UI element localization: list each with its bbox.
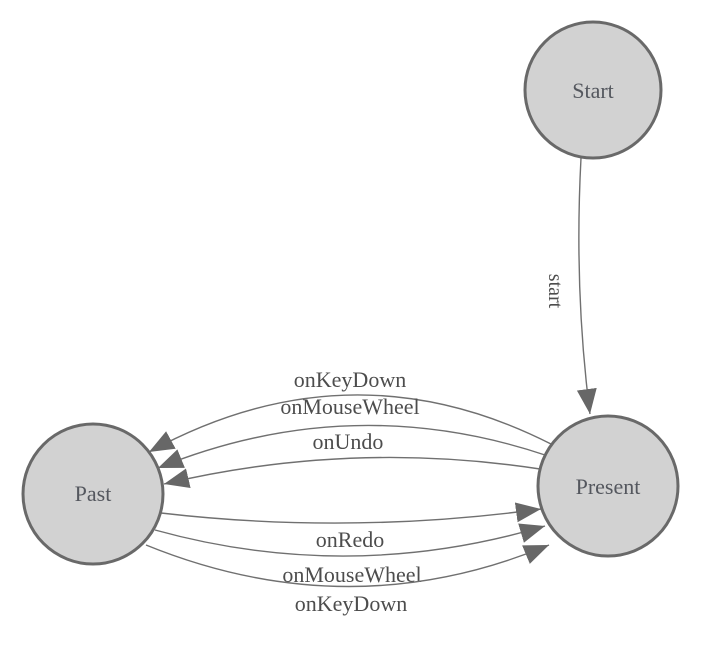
node-past-circle[interactable] bbox=[21, 422, 165, 566]
edge-label-onkeydown-bottom: onKeyDown bbox=[295, 591, 407, 616]
edge-line-onundo bbox=[163, 456, 541, 488]
edge-line-onmousewheel-top bbox=[157, 424, 546, 469]
edge-line-start bbox=[576, 157, 597, 415]
edge-start-to-present: start bbox=[544, 157, 597, 415]
node-present[interactable]: Present bbox=[536, 414, 680, 558]
node-present-circle[interactable] bbox=[536, 414, 680, 558]
edge-present-to-past-onkeydown: onKeyDown bbox=[148, 367, 552, 453]
edge-group: start onKeyDown onMouseWheel onUndo onRe… bbox=[145, 157, 597, 616]
edge-present-to-past-onundo: onUndo bbox=[163, 429, 541, 488]
edge-past-to-present-onkeydown: onKeyDown bbox=[145, 544, 550, 616]
edge-past-to-present-onmousewheel: onMouseWheel bbox=[154, 523, 546, 587]
edge-line-onmousewheel-bottom bbox=[154, 523, 546, 557]
edge-present-to-past-onmousewheel: onMouseWheel bbox=[157, 394, 546, 469]
edge-line-onredo bbox=[160, 502, 542, 524]
edge-label-onredo: onRedo bbox=[316, 527, 384, 552]
edge-line-onkeydown-top bbox=[148, 394, 552, 453]
node-past[interactable]: Past bbox=[21, 422, 165, 566]
node-start-circle[interactable] bbox=[523, 20, 663, 160]
node-start-label: Start bbox=[572, 78, 614, 103]
edge-past-to-present-onredo: onRedo bbox=[160, 502, 542, 552]
edge-label-onkeydown-top: onKeyDown bbox=[294, 367, 406, 392]
edge-label-onundo: onUndo bbox=[313, 429, 384, 454]
edge-line-onkeydown-bottom bbox=[145, 544, 550, 588]
edge-label-onmousewheel-top: onMouseWheel bbox=[280, 394, 419, 419]
node-start[interactable]: Start bbox=[523, 20, 663, 160]
edge-label-onmousewheel-bottom: onMouseWheel bbox=[282, 562, 421, 587]
node-past-label: Past bbox=[75, 481, 112, 506]
edge-label-start: start bbox=[544, 274, 566, 309]
node-present-label: Present bbox=[576, 474, 641, 499]
